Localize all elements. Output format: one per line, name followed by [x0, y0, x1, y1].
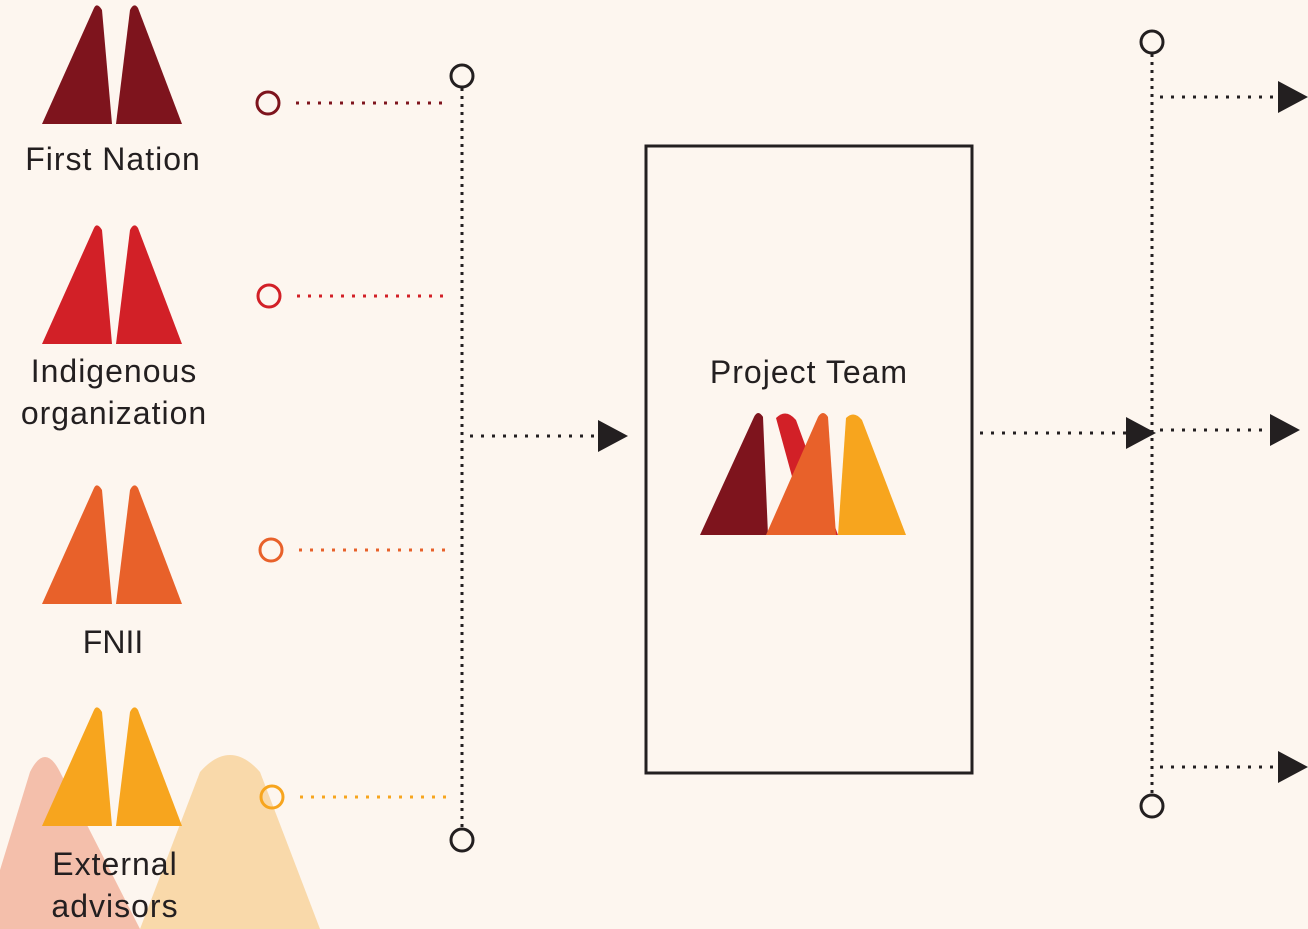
left-bus — [449, 63, 628, 853]
fnii-logo-icon — [42, 485, 182, 604]
right-bus-top-circle — [1139, 29, 1165, 55]
right-bus — [980, 29, 1308, 819]
left-bus-bottom-circle — [449, 827, 475, 853]
stakeholder-label-fnii: FNII — [82, 624, 144, 660]
project-team-box — [644, 144, 974, 775]
external-advisors-logo-icon — [42, 707, 182, 826]
project-team-title: Project Team — [709, 354, 909, 390]
first-nation-logo-icon — [42, 5, 182, 124]
stakeholder-connectors — [255, 90, 450, 810]
stakeholder-label-external-advisors: External advisors — [51, 846, 179, 924]
stakeholder-label-first-nation: First Nation — [25, 141, 201, 177]
left-bus-arrowhead-icon — [598, 420, 628, 452]
right-output-arrowhead-top-icon — [1278, 81, 1308, 113]
connector-start-circle-fnii — [258, 537, 284, 563]
right-output-arrowhead-bottom-icon — [1278, 751, 1308, 783]
indigenous-organization-logo-icon — [42, 225, 182, 344]
decor-peak-right — [140, 755, 320, 929]
team-output-arrowhead-icon — [1126, 417, 1156, 449]
project-team-logo-icon — [700, 413, 906, 535]
right-bus-bottom-circle — [1139, 793, 1165, 819]
left-bus-top-circle — [449, 63, 475, 89]
right-output-arrowhead-middle-icon — [1270, 414, 1300, 446]
decor-peak-left — [0, 757, 140, 929]
connector-start-circle-indigenous-org — [256, 283, 282, 309]
background-decor — [0, 755, 320, 929]
stakeholder-label-indigenous-organization: Indigenous organization — [20, 353, 208, 431]
connector-start-circle-external — [259, 784, 285, 810]
connector-start-circle-first-nation — [255, 90, 281, 116]
